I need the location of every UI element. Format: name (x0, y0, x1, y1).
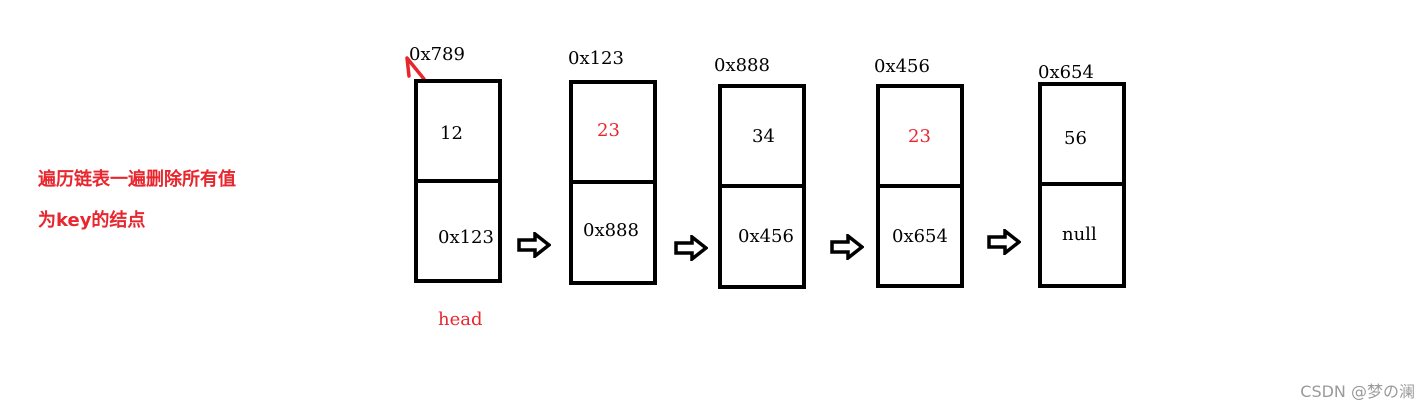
node-next-pointer: 0x888 (583, 220, 639, 241)
node-next-cell: 0x654 (880, 184, 960, 288)
node-next-pointer: 0x654 (892, 226, 948, 247)
node-data-cell: 23 (880, 88, 960, 184)
node-data-cell: 23 (573, 84, 653, 180)
node-next-cell: null (1042, 182, 1122, 288)
list-node-3: 34 0x456 (718, 84, 806, 289)
node-value: 23 (597, 120, 620, 141)
list-node-2: 23 0x888 (569, 80, 657, 285)
node-next-cell: 0x123 (418, 179, 498, 283)
node-value: 12 (440, 123, 463, 144)
node-next-pointer: 0x456 (738, 226, 794, 247)
node-data-cell: 34 (722, 88, 802, 184)
node-next-pointer: 0x123 (438, 227, 494, 248)
node-next-cell: 0x456 (722, 184, 802, 289)
arrow-right-icon (987, 229, 1021, 255)
node-address-1: 0x789 (409, 44, 465, 65)
arrow-right-icon (517, 232, 551, 258)
arrow-right-icon (674, 235, 708, 261)
list-node-4: 23 0x654 (876, 84, 964, 288)
node-address-4: 0x456 (874, 56, 930, 77)
node-next-cell: 0x888 (573, 180, 653, 285)
node-next-pointer: null (1062, 224, 1097, 245)
head-label: head (438, 309, 483, 330)
arrow-right-icon (830, 234, 864, 260)
node-data-cell: 56 (1042, 86, 1122, 182)
node-value: 56 (1064, 128, 1087, 149)
list-node-1: 12 0x123 (414, 79, 502, 283)
node-address-5: 0x654 (1038, 62, 1094, 83)
node-value: 23 (908, 126, 931, 147)
annotation-line-2: 为key的结点 (38, 210, 146, 231)
node-address-2: 0x123 (568, 48, 624, 69)
list-node-5: 56 null (1038, 82, 1126, 288)
annotation-line-1: 遍历链表一遍删除所有值 (38, 169, 236, 190)
node-value: 34 (752, 126, 775, 147)
node-address-3: 0x888 (714, 55, 770, 76)
watermark: CSDN @梦の澜 (1300, 382, 1415, 401)
node-data-cell: 12 (418, 83, 498, 179)
red-pointer-icon (405, 56, 426, 81)
